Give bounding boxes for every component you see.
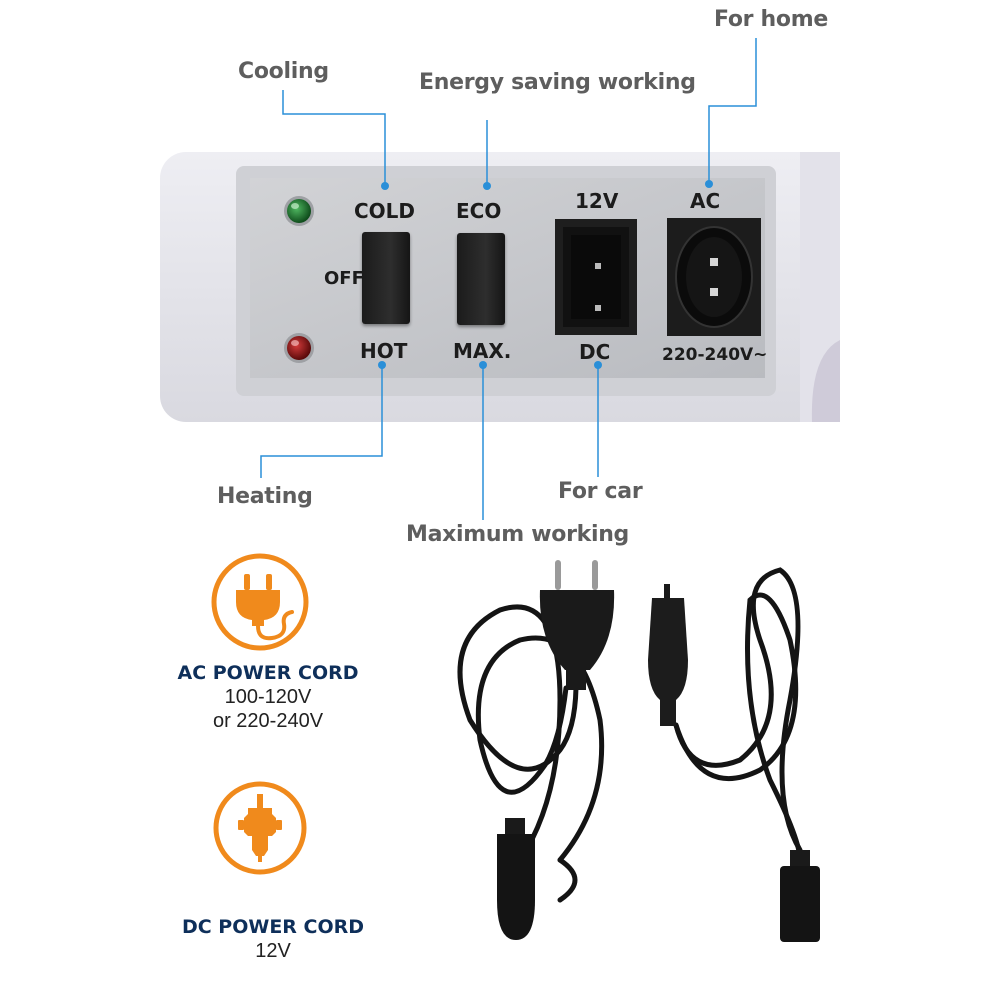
label-ac: AC (690, 189, 721, 213)
dc-power-cord (673, 567, 803, 863)
green-led-indicator (284, 196, 314, 226)
callout-for-home: For home (714, 7, 828, 32)
label-ac-voltage: 220-240V~ (662, 345, 768, 365)
heating-leader (260, 365, 383, 478)
dc-socket (555, 219, 637, 335)
callout-maximum-working: Maximum working (406, 522, 630, 547)
for-home-leader (708, 38, 757, 184)
ac-plug-head (539, 560, 615, 690)
ac-cord-title: AC POWER CORD (177, 662, 359, 684)
ac-cord-line2: or 220-240V (212, 710, 324, 732)
callout-energy-saving: Energy saving working (419, 70, 696, 95)
label-cold: COLD (354, 199, 416, 223)
label-eco: ECO (456, 199, 502, 223)
callout-for-car: For car (558, 479, 643, 504)
dc-appliance-connector (780, 850, 820, 942)
plug-icon (211, 553, 309, 651)
label-hot: HOT (360, 339, 408, 363)
dc-cord-title: DC POWER CORD (181, 916, 365, 938)
temperature-switch[interactable] (362, 232, 410, 324)
label-dc: DC (579, 340, 611, 364)
label-max: MAX. (453, 339, 512, 363)
callout-cooling: Cooling (238, 59, 329, 84)
label-12v: 12V (575, 189, 619, 213)
ac-appliance-connector (497, 818, 535, 940)
car-plug-icon (213, 781, 307, 875)
callout-heating: Heating (217, 484, 313, 509)
dc-cord-line1: 12V (255, 940, 291, 962)
label-off: OFF (324, 268, 364, 289)
red-led-indicator (284, 333, 314, 363)
ac-cord-line1: 100-120V (224, 686, 312, 708)
mode-switch[interactable] (457, 233, 505, 325)
car-plug-head (648, 584, 688, 726)
ac-socket (667, 218, 761, 336)
cooling-leader (282, 90, 386, 186)
